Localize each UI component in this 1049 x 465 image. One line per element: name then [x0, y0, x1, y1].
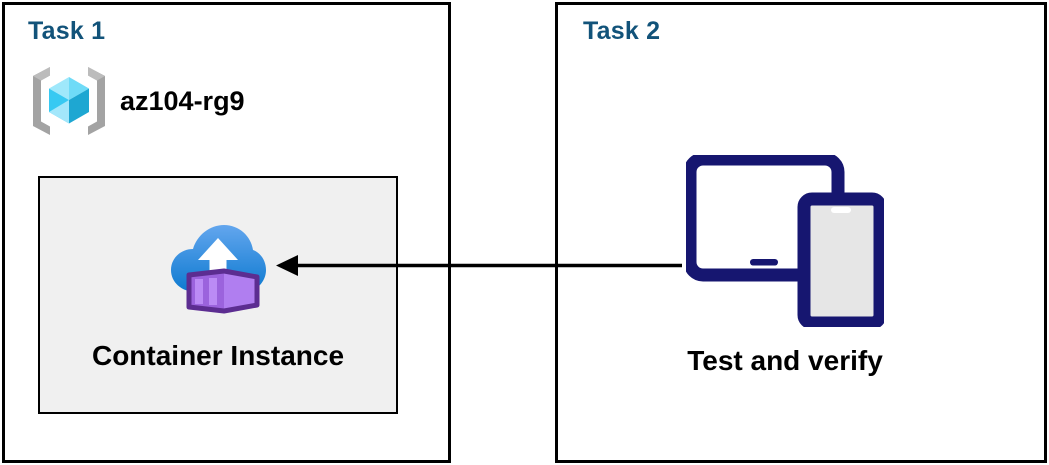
- devices-group: Test and verify: [660, 155, 910, 390]
- panel-task-1-title: Task 1: [28, 17, 106, 45]
- container-instance-label: Container Instance: [91, 340, 345, 371]
- panel-task-1: [2, 2, 451, 463]
- resource-group-label: az104-rg9: [120, 85, 245, 116]
- container-instance-box: Container Instance: [38, 176, 398, 414]
- devices-label: Test and verify: [687, 345, 883, 376]
- panel-task-2: [555, 2, 1047, 463]
- resource-group-row: az104-rg9: [30, 62, 330, 140]
- devices-tablet-phone-icon: [686, 155, 884, 327]
- panel-task-2-title: Task 2: [583, 17, 661, 45]
- azure-resource-group-icon: [33, 67, 105, 135]
- azure-container-instance-icon: [171, 225, 266, 314]
